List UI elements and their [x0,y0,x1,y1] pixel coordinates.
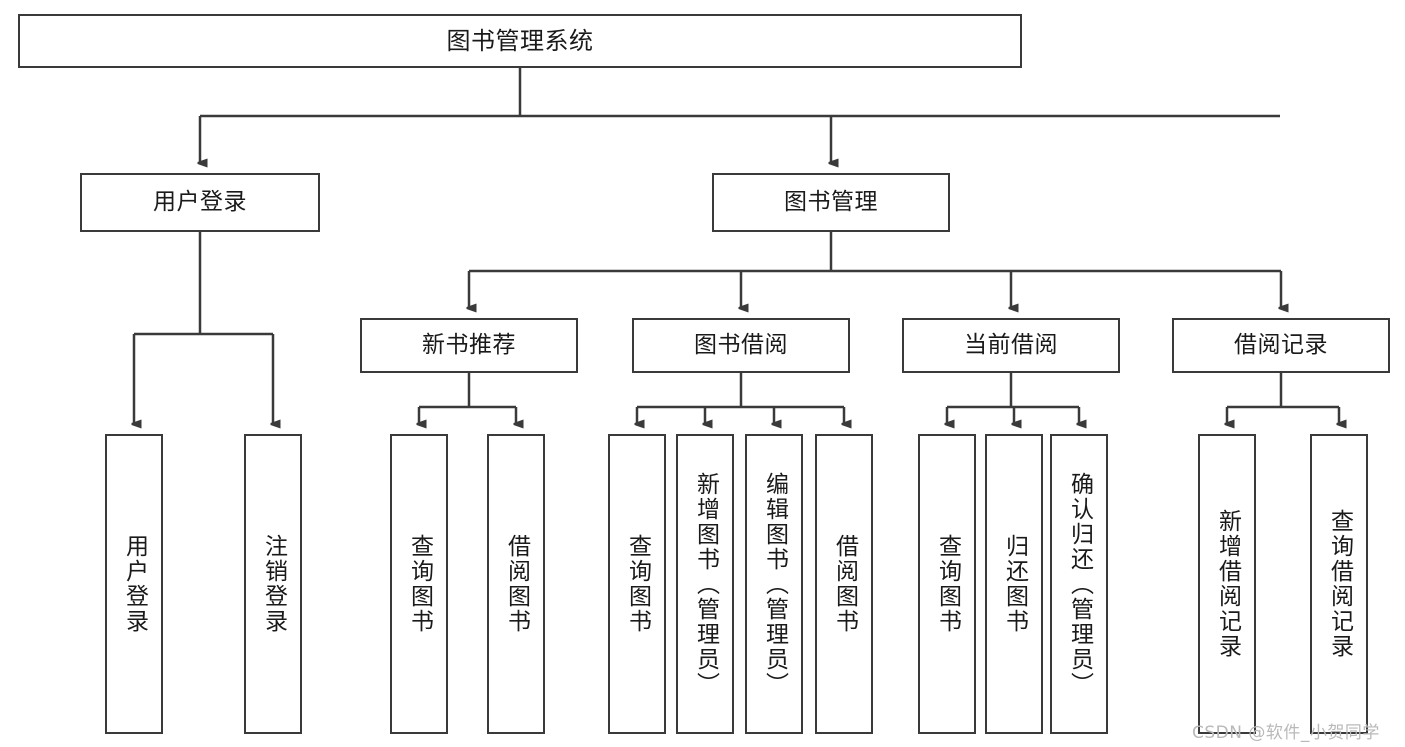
node-new-book-recommend[interactable]: 新书推荐 [360,318,578,373]
node-label: 查询图书 [406,534,433,634]
node-label: 查询图书 [934,534,961,634]
leaf-user-login[interactable]: 用户登录 [105,434,163,734]
node-book-borrow[interactable]: 图书借阅 [632,318,850,373]
node-label: 借阅记录 [1234,331,1328,358]
node-current-borrow[interactable]: 当前借阅 [902,318,1120,373]
leaf-confirm-return[interactable]: 确认归还（管理员） [1050,434,1108,734]
node-label: 新增借阅记录 [1214,509,1241,659]
node-label: 当前借阅 [964,331,1058,358]
node-label: 查询借阅记录 [1326,509,1353,659]
node-label: 编辑图书（管理员） [761,471,788,697]
node-root-system[interactable]: 图书管理系统 [18,14,1022,68]
node-label: 确认归还（管理员） [1066,471,1093,697]
leaf-add-borrow-record[interactable]: 新增借阅记录 [1198,434,1256,734]
node-label: 查询图书 [624,534,651,634]
node-label: 新增图书（管理员） [692,471,719,697]
leaf-add-book[interactable]: 新增图书（管理员） [676,434,734,734]
node-label: 归还图书 [1001,534,1028,634]
watermark-text: CSDN @软件_小贺同学 [1192,723,1380,743]
leaf-query-book-2[interactable]: 查询图书 [608,434,666,734]
leaf-logout-login[interactable]: 注销登录 [244,434,302,734]
node-label: 用户登录 [153,188,247,215]
node-book-manage[interactable]: 图书管理 [712,173,950,232]
node-borrow-record[interactable]: 借阅记录 [1172,318,1390,373]
leaf-query-borrow-record[interactable]: 查询借阅记录 [1310,434,1368,734]
node-label: 图书管理 [784,188,878,215]
node-user-login[interactable]: 用户登录 [80,173,320,232]
node-label: 新书推荐 [422,331,516,358]
leaf-borrow-book-2[interactable]: 借阅图书 [815,434,873,734]
node-label: 用户登录 [121,534,148,634]
node-label: 图书借阅 [694,331,788,358]
leaf-borrow-book-1[interactable]: 借阅图书 [487,434,545,734]
node-label: 借阅图书 [503,534,530,634]
node-label: 注销登录 [260,534,287,634]
leaf-return-book[interactable]: 归还图书 [985,434,1043,734]
node-label: 图书管理系统 [446,26,594,55]
node-label: 借阅图书 [831,534,858,634]
leaf-query-book-1[interactable]: 查询图书 [390,434,448,734]
leaf-query-book-3[interactable]: 查询图书 [918,434,976,734]
leaf-edit-book[interactable]: 编辑图书（管理员） [745,434,803,734]
